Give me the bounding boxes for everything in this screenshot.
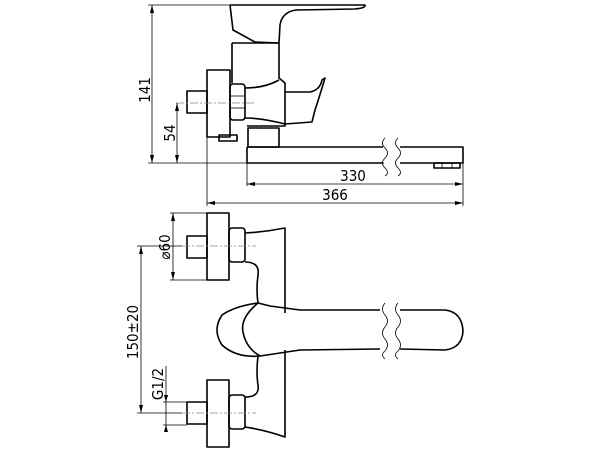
dimension-label-inlet-height: 54: [161, 124, 179, 141]
break-mark: [382, 137, 401, 177]
spout-base: [247, 127, 280, 148]
dimension-label-flange: ⌀60: [156, 234, 174, 259]
lower-hex-nut: [228, 394, 246, 430]
dimension-label-height: 141: [136, 77, 154, 103]
flange-clip: [218, 134, 238, 142]
lever-top: [216, 302, 464, 358]
dimension-label-total-length: 366: [322, 186, 348, 204]
dimension-label-thread: G1/2: [149, 368, 167, 400]
aerator: [433, 162, 461, 169]
upper-inlet-pipe: [186, 235, 208, 259]
inlet-pipe: [186, 90, 208, 114]
lower-flange: [206, 379, 230, 448]
upper-flange: [206, 212, 230, 281]
dimension-label-spout: 330: [340, 167, 366, 185]
dimension-label-spacing: 150±20: [124, 305, 142, 359]
upper-hex-nut: [228, 227, 246, 263]
valve-body: [231, 42, 286, 127]
wall-flange: [206, 69, 231, 138]
body-outline: [244, 227, 286, 438]
lever-handle: [229, 4, 366, 44]
body-neck: [244, 79, 286, 125]
lever-break-mark: [382, 302, 401, 360]
spout: [246, 146, 464, 164]
top-view: ⌀60 150±20 G1/2: [124, 212, 464, 448]
side-view: 141 54 330 366: [136, 4, 464, 206]
spout-lever: [284, 77, 326, 125]
hex-nut: [229, 83, 246, 121]
